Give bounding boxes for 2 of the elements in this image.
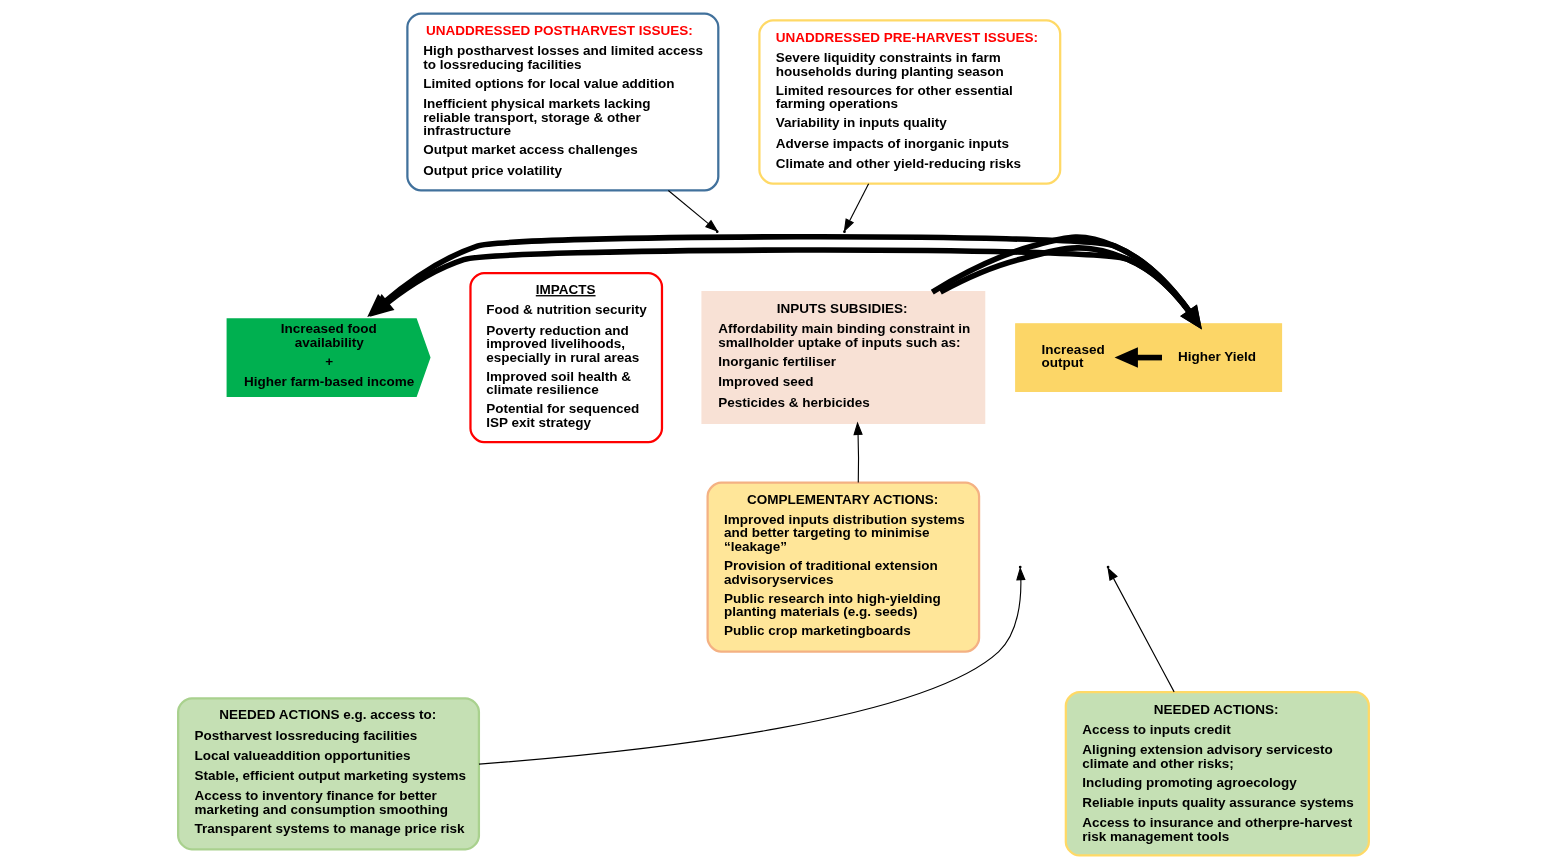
node-text: Higher Yield	[1177, 348, 1256, 364]
node-text: Increased output	[1041, 341, 1105, 370]
